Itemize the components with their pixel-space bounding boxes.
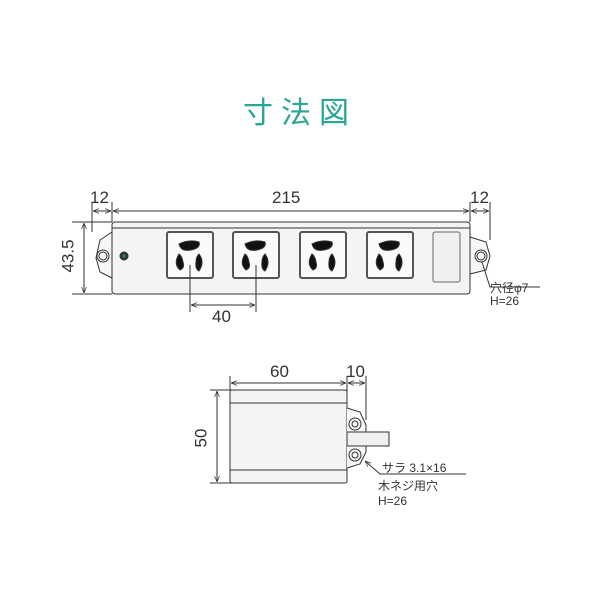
screw-note-type: 木ネジ用穴 [378, 479, 439, 493]
dim-left-bracket: 12 [90, 188, 109, 207]
hole-note-height: H=26 [490, 294, 520, 308]
top-view [72, 202, 540, 312]
hole-note-diameter: 穴径φ7 [490, 281, 529, 295]
outlet-2 [232, 231, 280, 279]
dim-side-width: 60 [270, 362, 289, 381]
mount-hole-right [474, 249, 488, 263]
screw-note-spec: サラ 3.1×16 [382, 461, 447, 475]
screw-note-height: H=26 [378, 494, 408, 508]
dim-side-height: 50 [191, 428, 211, 448]
cord [346, 431, 390, 447]
mount-hole-left [96, 249, 110, 263]
outlet-3 [299, 231, 347, 279]
outlet-1 [166, 231, 214, 279]
side-view [210, 376, 466, 484]
power-strip-body [111, 221, 471, 295]
dim-right-bracket: 12 [470, 188, 489, 207]
switch-window [432, 231, 461, 283]
dim-outlet-pitch: 40 [212, 307, 231, 326]
dim-side-bracket: 10 [346, 362, 365, 381]
dim-total-length: 215 [272, 188, 301, 207]
diagram-title: 寸法図 [243, 96, 357, 131]
outlet-4 [366, 231, 414, 279]
side-body [229, 389, 348, 484]
dim-height: 43.5 [58, 239, 78, 273]
